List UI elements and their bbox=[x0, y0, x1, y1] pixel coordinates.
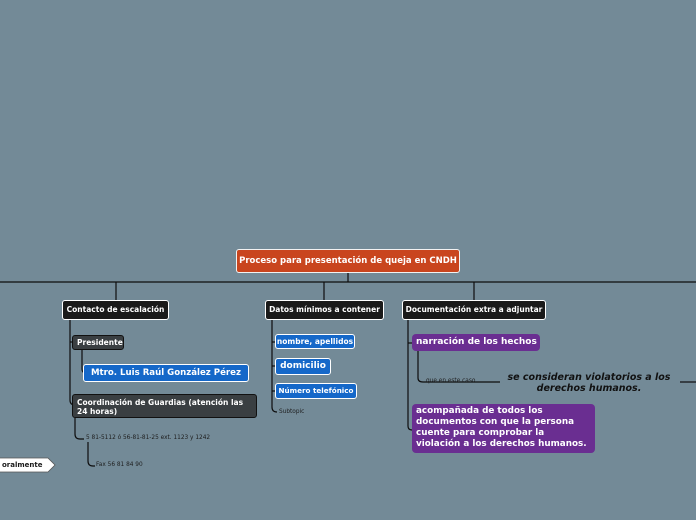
que-en-este-caso-text: que en este caso bbox=[426, 378, 476, 384]
phone-text: 5 81-5112 ó 56-81-81-25 ext. 1123 y 1242 bbox=[86, 435, 211, 441]
branch-datos[interactable]: Datos mínimos a contener bbox=[265, 300, 384, 320]
fax-text: Fax 56 81 84 90 bbox=[96, 462, 143, 468]
coordinacion-node[interactable]: Coordinación de Guardias (atención las 2… bbox=[72, 394, 257, 418]
subtopic-text: Subtopic bbox=[279, 409, 305, 415]
narracion-node[interactable]: narración de los hechos bbox=[412, 334, 540, 351]
presidente-node[interactable]: Presidente bbox=[72, 335, 124, 350]
presidente-name-node[interactable]: Mtro. Luis Raúl González Pérez bbox=[83, 364, 249, 382]
root-topic[interactable]: Proceso para presentación de queja en CN… bbox=[236, 249, 460, 273]
branch-contacto[interactable]: Contacto de escalación bbox=[62, 300, 169, 320]
acompanada-node[interactable]: acompañada de todos los documentos con q… bbox=[412, 404, 595, 453]
datos-item-telefono[interactable]: Número telefónico bbox=[275, 383, 357, 399]
oralmente-node[interactable]: oralmente bbox=[2, 461, 43, 469]
datos-item-domicilio[interactable]: domicilio bbox=[275, 358, 331, 375]
violatorios-text: se consideran violatorios a los derechos… bbox=[507, 372, 671, 394]
datos-item-nombre[interactable]: nombre, apellidos bbox=[275, 334, 355, 349]
branch-documentacion[interactable]: Documentación extra a adjuntar bbox=[402, 300, 546, 320]
